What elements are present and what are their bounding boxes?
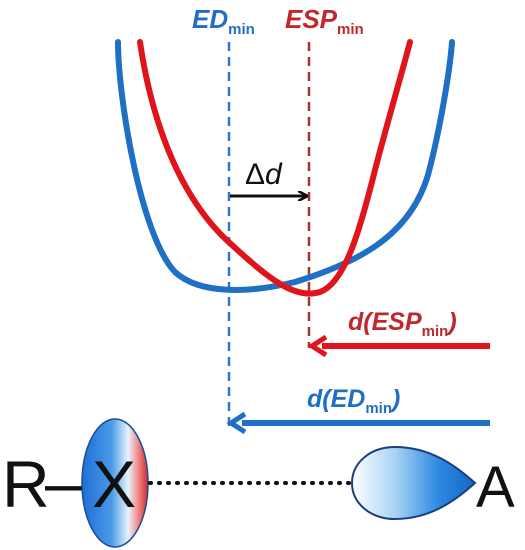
d-ed-min-arrowhead (226, 411, 247, 435)
d-esp-min-label: d(ESPmin) (348, 308, 457, 340)
esp-curve (137, 39, 413, 297)
d-esp-min-arrowhead (307, 334, 328, 358)
r-atom-label: R (2, 447, 50, 521)
rx-bond-dash: – (45, 445, 82, 519)
a-atom-label: A (476, 455, 515, 520)
esp-min-label: ESPmin (285, 4, 364, 38)
x-atom-label: X (92, 447, 136, 521)
ed-min-label: EDmin (192, 4, 255, 38)
delta-d-label: Δd (245, 158, 283, 191)
ed-curve (115, 39, 455, 293)
d-ed-min-label: d(EDmin) (307, 385, 400, 417)
acceptor-lobe (350, 445, 477, 521)
